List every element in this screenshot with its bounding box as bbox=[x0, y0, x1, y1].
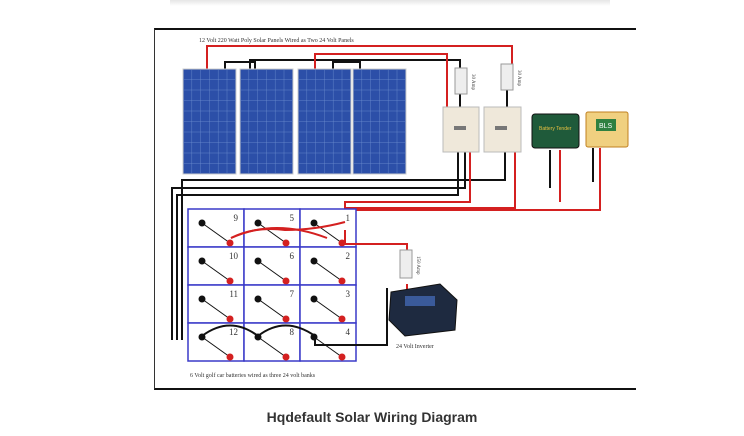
battery: 6 bbox=[243, 246, 301, 286]
battery-number: 3 bbox=[346, 289, 351, 299]
battery-tender: Battery Tender bbox=[531, 113, 580, 149]
battery-number: 11 bbox=[229, 289, 238, 299]
charge-controller-2 bbox=[483, 106, 522, 153]
solar-panel bbox=[239, 68, 294, 175]
solar-panel bbox=[297, 68, 352, 175]
battery-number: 12 bbox=[229, 327, 238, 337]
inverter-fuse: 150 Amp bbox=[399, 249, 420, 279]
battery: 11 bbox=[187, 284, 245, 324]
fuse-1: 30 Amp bbox=[454, 67, 475, 95]
inverter-label: 24 Volt Inverter bbox=[396, 344, 434, 350]
svg-text:Battery Tender: Battery Tender bbox=[539, 126, 572, 132]
charge-controller-1 bbox=[442, 106, 480, 153]
battery-number: 7 bbox=[290, 289, 295, 299]
battery: 8 bbox=[243, 322, 301, 362]
diagram-title: 12 Volt 220 Watt Poly Solar Panels Wired… bbox=[199, 38, 354, 44]
diagram-svg: 12 Volt 220 Watt Poly Solar Panels Wired… bbox=[171, 38, 629, 379]
battery-number: 4 bbox=[346, 327, 351, 337]
battery-caption: 6 Volt golf car batteries wired as three… bbox=[190, 372, 316, 379]
battery: 2 bbox=[299, 246, 357, 286]
battery: 4 bbox=[299, 322, 357, 362]
battery-number: 5 bbox=[290, 213, 295, 223]
inverter bbox=[388, 283, 458, 337]
svg-text:30 Amp: 30 Amp bbox=[470, 74, 475, 90]
battery-number: 2 bbox=[346, 251, 351, 261]
cropped-header bbox=[170, 0, 610, 6]
battery-number: 8 bbox=[290, 327, 295, 337]
fuse-2: 30 Amp bbox=[500, 63, 521, 91]
battery: 3 bbox=[299, 284, 357, 324]
battery-number: 10 bbox=[229, 251, 239, 261]
svg-text:30 Amp: 30 Amp bbox=[516, 70, 521, 86]
battery: 10 bbox=[187, 246, 245, 286]
battery: 7 bbox=[243, 284, 301, 324]
bls-monitor: BLS bbox=[585, 111, 629, 148]
solar-panel bbox=[182, 68, 237, 175]
caption: Hqdefault Solar Wiring Diagram bbox=[266, 409, 478, 425]
solar-panel bbox=[352, 68, 407, 175]
svg-text:150 Amp: 150 Amp bbox=[415, 256, 420, 275]
svg-text:BLS: BLS bbox=[599, 123, 613, 130]
battery-number: 1 bbox=[346, 213, 351, 223]
wiring-diagram: 12 Volt 220 Watt Poly Solar Panels Wired… bbox=[154, 28, 636, 390]
battery-number: 9 bbox=[234, 213, 239, 223]
battery: 9 bbox=[187, 208, 245, 248]
battery-number: 6 bbox=[290, 251, 295, 261]
